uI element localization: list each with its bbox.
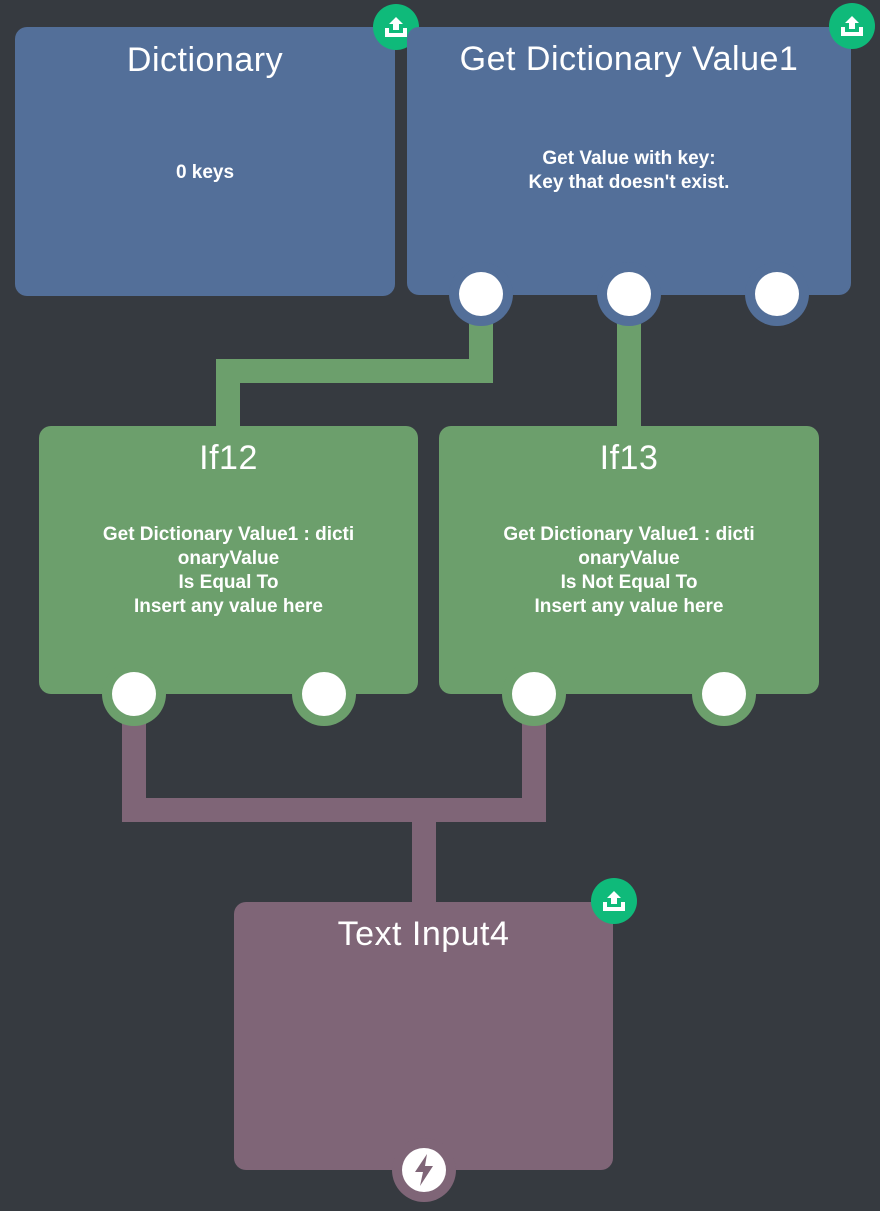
if12-node[interactable]: If12 Get Dictionary Value1 : dicti onary… bbox=[39, 426, 418, 694]
dictionary-node-body-line: 0 keys bbox=[175, 162, 235, 183]
get-dictionary-value-output-port-3[interactable] bbox=[745, 262, 809, 326]
if12-node-title: If12 bbox=[199, 439, 258, 477]
if13-body-line: Get Dictionary Value1 : dicti bbox=[503, 524, 755, 545]
get-dictionary-value-body-line: Key that doesn't exist. bbox=[528, 172, 730, 193]
text-input-node[interactable]: Text Input4 bbox=[234, 902, 613, 1170]
if13-node-body: Get Dictionary Value1 : dicti onaryValue… bbox=[439, 523, 819, 619]
port-circle bbox=[702, 672, 746, 716]
text-input-trigger-port[interactable] bbox=[392, 1138, 456, 1202]
connector-if12-to-textinput bbox=[122, 700, 436, 908]
if12-body-line: Is Equal To bbox=[178, 572, 279, 593]
if12-node-body: Get Dictionary Value1 : dicti onaryValue… bbox=[39, 523, 418, 619]
if12-output-port-1[interactable] bbox=[102, 662, 166, 726]
upload-icon bbox=[603, 891, 625, 911]
get-dictionary-value-node-title: Get Dictionary Value1 bbox=[459, 40, 799, 78]
get-dictionary-value-body-line: Get Value with key: bbox=[542, 148, 716, 169]
if13-node-title: If13 bbox=[599, 439, 659, 477]
if13-body-line: Is Not Equal To bbox=[560, 572, 698, 593]
dictionary-node-body: 0 keys bbox=[15, 161, 395, 185]
port-circle bbox=[512, 672, 556, 716]
dictionary-node[interactable]: Dictionary 0 keys bbox=[15, 27, 395, 296]
port-circle bbox=[112, 672, 156, 716]
if13-output-port-1[interactable] bbox=[502, 662, 566, 726]
if12-body-line: Get Dictionary Value1 : dicti bbox=[102, 524, 355, 545]
if13-body-line: Insert any value here bbox=[534, 596, 724, 617]
dictionary-node-title: Dictionary bbox=[126, 41, 284, 79]
if13-output-port-2[interactable] bbox=[692, 662, 756, 726]
if12-body-line: Insert any value here bbox=[133, 596, 324, 617]
port-circle bbox=[459, 272, 503, 316]
port-circle bbox=[607, 272, 651, 316]
text-input-upload-badge[interactable] bbox=[591, 878, 637, 924]
get-dictionary-value-upload-badge[interactable] bbox=[829, 3, 875, 49]
get-dictionary-value-output-port-2[interactable] bbox=[597, 262, 661, 326]
if12-output-port-2[interactable] bbox=[292, 662, 356, 726]
port-circle bbox=[755, 272, 799, 316]
lightning-bolt-icon bbox=[415, 1154, 433, 1186]
upload-icon bbox=[385, 17, 407, 37]
get-dictionary-value-node-body: Get Value with key: Key that doesn't exi… bbox=[407, 147, 851, 195]
if13-body-line: onaryValue bbox=[578, 548, 680, 569]
if13-node[interactable]: If13 Get Dictionary Value1 : dicti onary… bbox=[439, 426, 819, 694]
upload-icon bbox=[841, 16, 863, 36]
connector-getvalue-to-if12 bbox=[216, 300, 493, 432]
get-dictionary-value-output-port-1[interactable] bbox=[449, 262, 513, 326]
if12-body-line: onaryValue bbox=[177, 548, 280, 569]
port-circle bbox=[302, 672, 346, 716]
connector-if13-to-textinput bbox=[424, 700, 546, 822]
port-circle bbox=[402, 1148, 446, 1192]
text-input-node-title: Text Input4 bbox=[337, 915, 510, 953]
get-dictionary-value-node[interactable]: Get Dictionary Value1 Get Value with key… bbox=[407, 27, 851, 295]
